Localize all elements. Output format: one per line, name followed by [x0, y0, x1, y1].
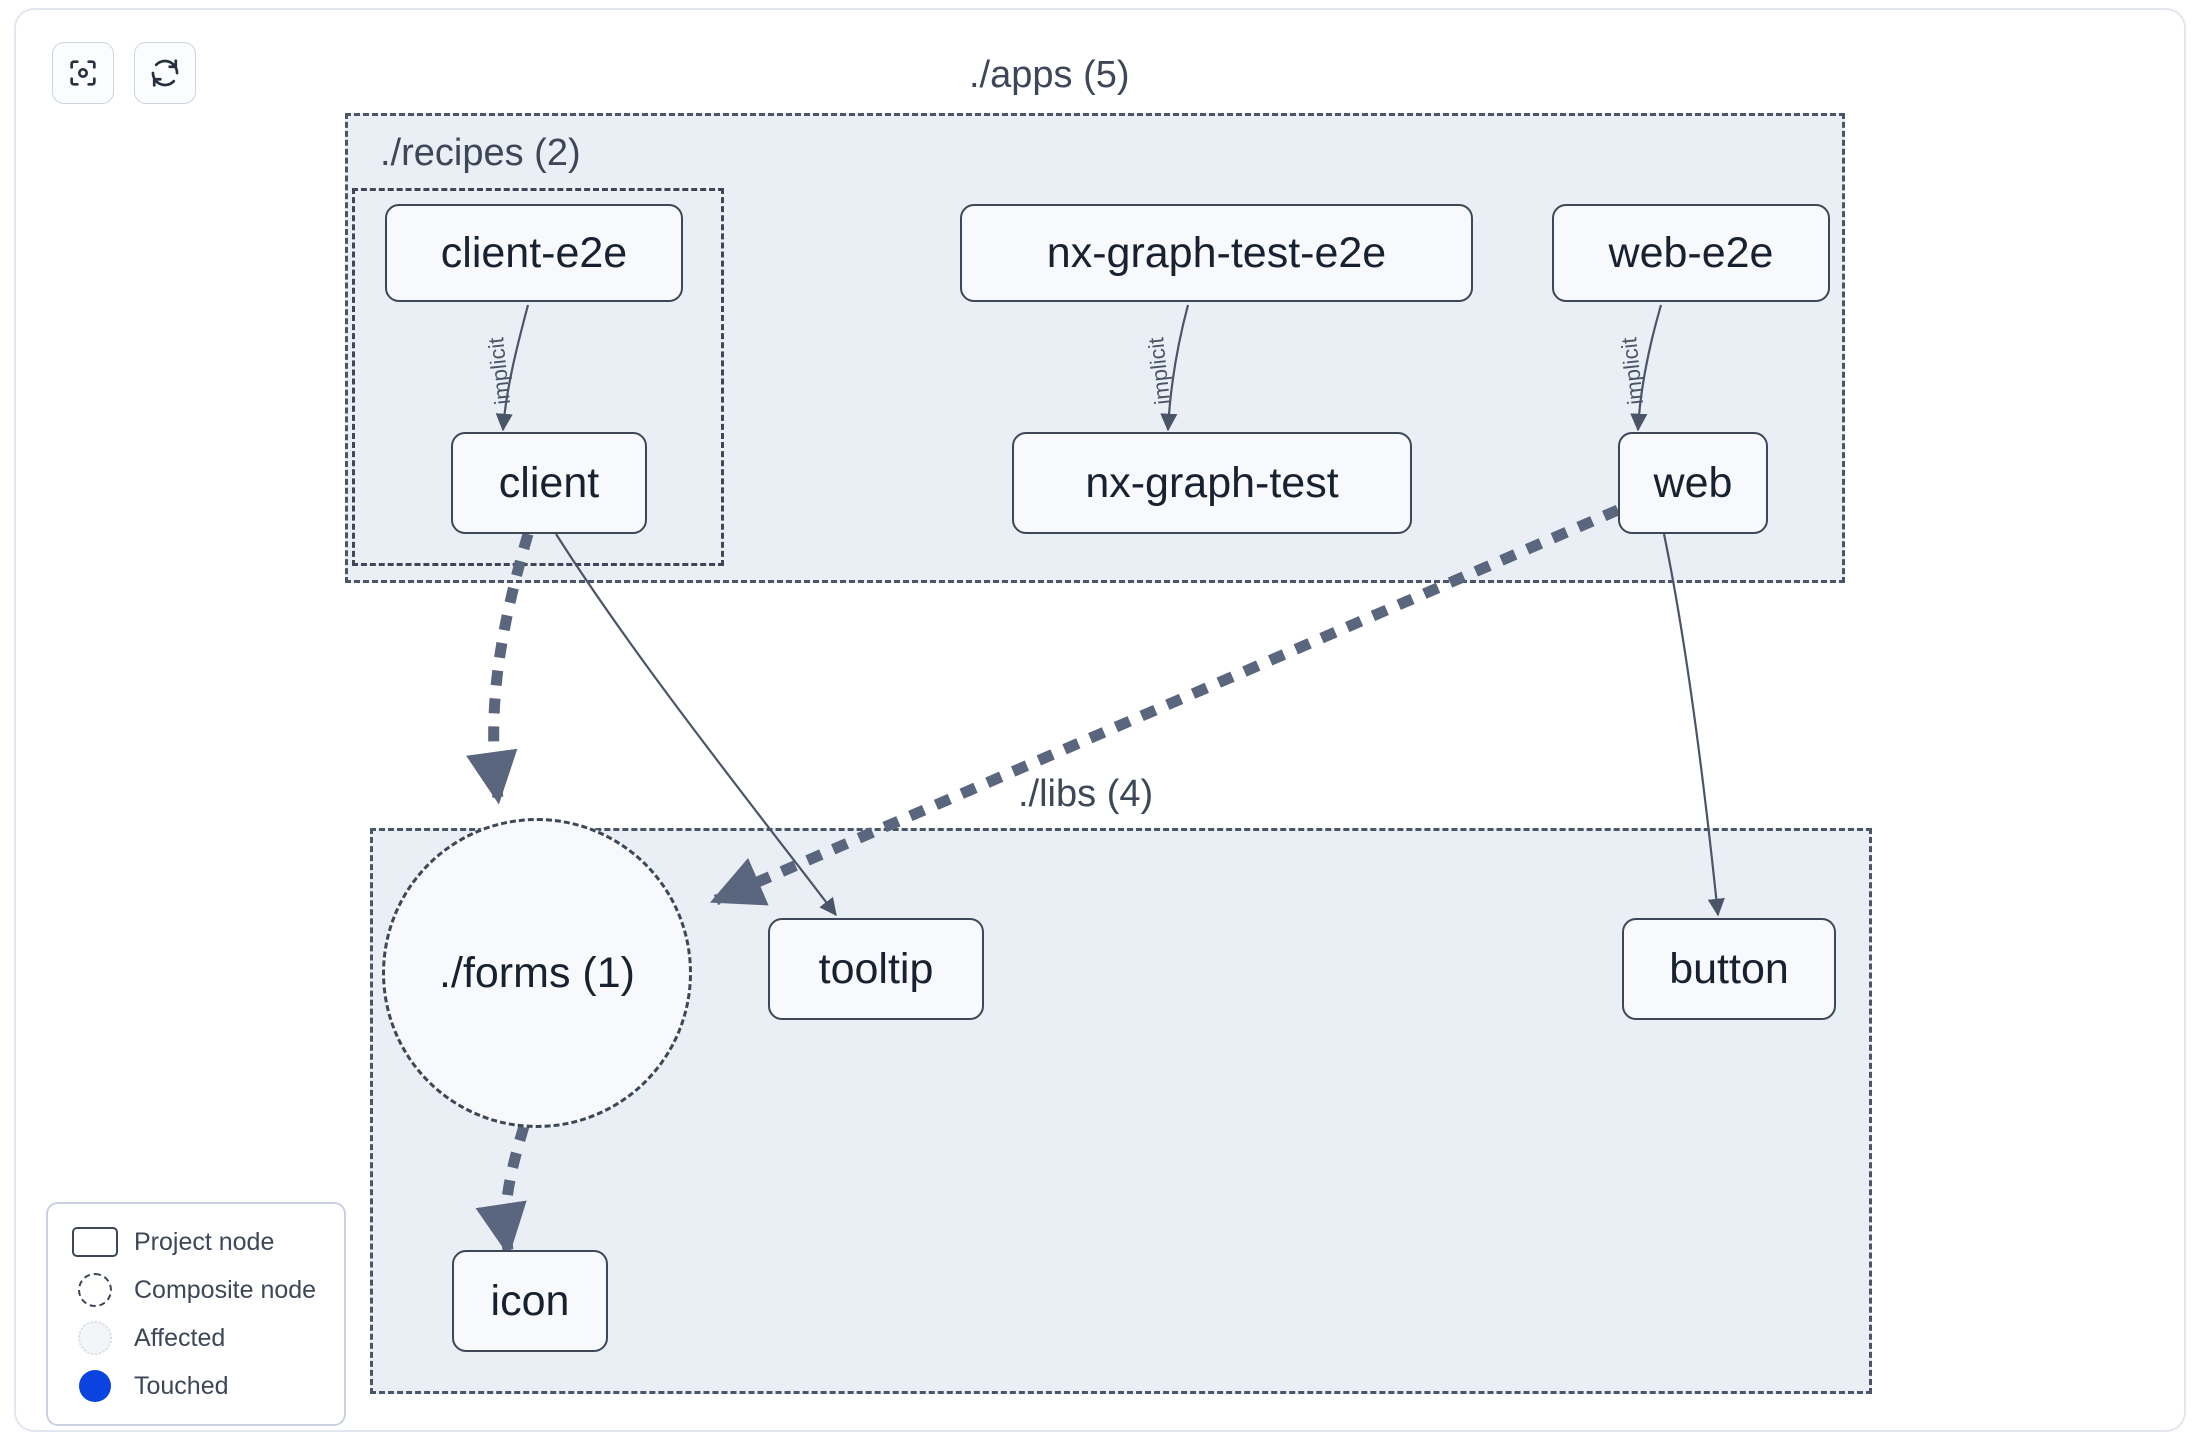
graph-panel: ./apps (5) ./recipes (2) ./libs (4) [14, 8, 2186, 1432]
group-libs-label: ./libs (4) [1018, 773, 1154, 815]
node-web[interactable]: web [1618, 432, 1768, 534]
node-label: icon [490, 1276, 570, 1325]
node-label: nx-graph-test-e2e [1046, 228, 1387, 277]
node-nx-graph-test-e2e[interactable]: nx-graph-test-e2e [960, 204, 1473, 302]
touched-swatch [64, 1370, 126, 1402]
group-recipes-label: ./recipes (2) [380, 132, 581, 174]
node-forms[interactable]: ./forms (1) [382, 818, 692, 1128]
node-label: client-e2e [440, 228, 628, 277]
project-node-swatch [64, 1227, 126, 1257]
node-client[interactable]: client [451, 432, 647, 534]
focus-target-icon [66, 56, 100, 90]
refresh-graph-button[interactable] [134, 42, 196, 104]
legend-item-label: Composite node [134, 1275, 317, 1304]
legend-item-label: Affected [134, 1323, 226, 1352]
composite-node-swatch [64, 1273, 126, 1307]
node-label: tooltip [818, 944, 934, 993]
legend-item-label: Project node [134, 1227, 275, 1256]
focus-graph-button[interactable] [52, 42, 114, 104]
legend-item-label: Touched [134, 1371, 229, 1400]
node-web-e2e[interactable]: web-e2e [1552, 204, 1830, 302]
refresh-icon [148, 56, 182, 90]
legend-item-project-node: Project node [64, 1218, 328, 1266]
node-label: web-e2e [1608, 228, 1774, 277]
node-label: client [498, 458, 600, 507]
graph-legend: Project node Composite node Affected Tou… [46, 1202, 346, 1426]
node-tooltip[interactable]: tooltip [768, 918, 984, 1020]
node-label: web [1653, 458, 1733, 507]
node-label: button [1669, 944, 1789, 993]
node-icon[interactable]: icon [452, 1250, 608, 1352]
legend-item-composite-node: Composite node [64, 1266, 328, 1314]
legend-item-touched: Touched [64, 1362, 328, 1410]
group-apps-label: ./apps (5) [969, 54, 1130, 96]
node-label: nx-graph-test [1085, 458, 1339, 507]
affected-swatch [64, 1321, 126, 1355]
graph-toolbar [52, 42, 196, 104]
node-button[interactable]: button [1622, 918, 1836, 1020]
node-client-e2e[interactable]: client-e2e [385, 204, 683, 302]
graph-canvas[interactable]: ./apps (5) ./recipes (2) ./libs (4) [16, 10, 2188, 1434]
node-nx-graph-test[interactable]: nx-graph-test [1012, 432, 1412, 534]
node-label: ./forms (1) [439, 948, 635, 997]
legend-item-affected: Affected [64, 1314, 328, 1362]
